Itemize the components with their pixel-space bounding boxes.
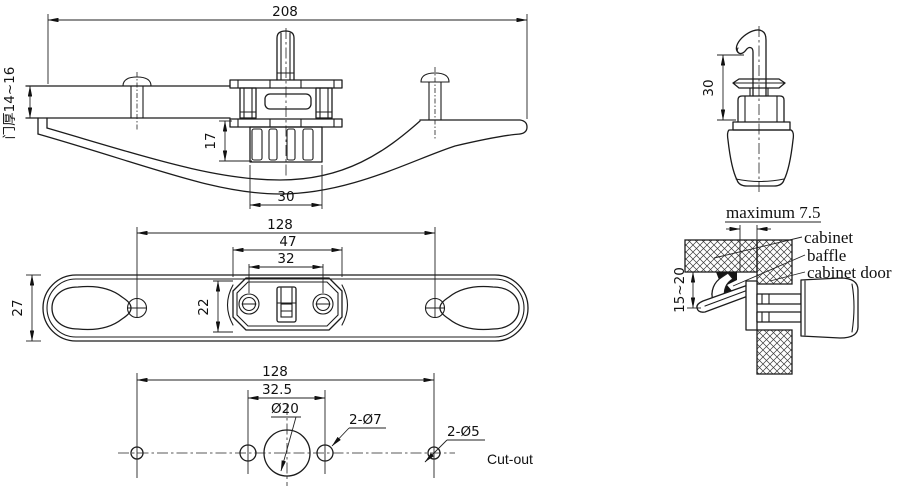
label-cabinet: cabinet <box>804 228 853 247</box>
dim-slot-span: 32 <box>277 251 294 267</box>
knob-section <box>800 277 859 339</box>
hook-view: 30 <box>701 26 795 192</box>
dim-ratchet-width: 30 <box>277 189 294 205</box>
front-view: 128 47 32 <box>10 217 529 342</box>
cutout-view: 128 32.5 Ø20 2-Ø7 2-Ø5 Cut-out <box>118 364 533 486</box>
cutout-hole-center-20 <box>263 429 311 477</box>
front-center-plate <box>226 277 349 331</box>
side-screw-right <box>420 67 450 140</box>
label-baffle: baffle <box>807 246 846 265</box>
dim-door-thickness: 门厚14~16 <box>2 67 18 140</box>
side-cam-mechanism <box>229 28 343 176</box>
dim-plate-height: 22 <box>196 298 212 315</box>
dim-end-holes: 2-Ø5 <box>447 424 480 440</box>
dim-hook-height: 30 <box>701 79 717 96</box>
dim-max-gap: maximum 7.5 <box>726 203 820 222</box>
dim-cam-height: 17 <box>203 132 219 149</box>
cabinet-door-section-bottom <box>756 329 793 375</box>
dim-overall-width: 208 <box>272 4 298 20</box>
dim-hole-span: 128 <box>262 364 288 380</box>
dim-engage-depth: 15~20 <box>672 267 688 313</box>
cutout-hole-left-7 <box>239 444 257 462</box>
dim-plate-width: 47 <box>279 234 296 250</box>
dim-center-hole: Ø20 <box>271 401 299 417</box>
dim-center-span: 32.5 <box>262 382 292 398</box>
dim-mid-holes: 2-Ø7 <box>349 412 382 428</box>
side-screw-left <box>122 72 152 131</box>
install-view: maximum 7.5 15~20 cabinet baffle c <box>672 203 892 375</box>
cutout-label: Cut-out <box>487 451 533 467</box>
dim-screw-span: 128 <box>267 217 293 233</box>
dim-body-height: 27 <box>10 299 26 316</box>
cutout-hole-left-5 <box>130 446 144 460</box>
side-view: 208 门厚14~16 <box>2 4 528 209</box>
cutout-hole-right-7 <box>316 444 334 462</box>
label-cabinet-door: cabinet door <box>807 263 892 282</box>
